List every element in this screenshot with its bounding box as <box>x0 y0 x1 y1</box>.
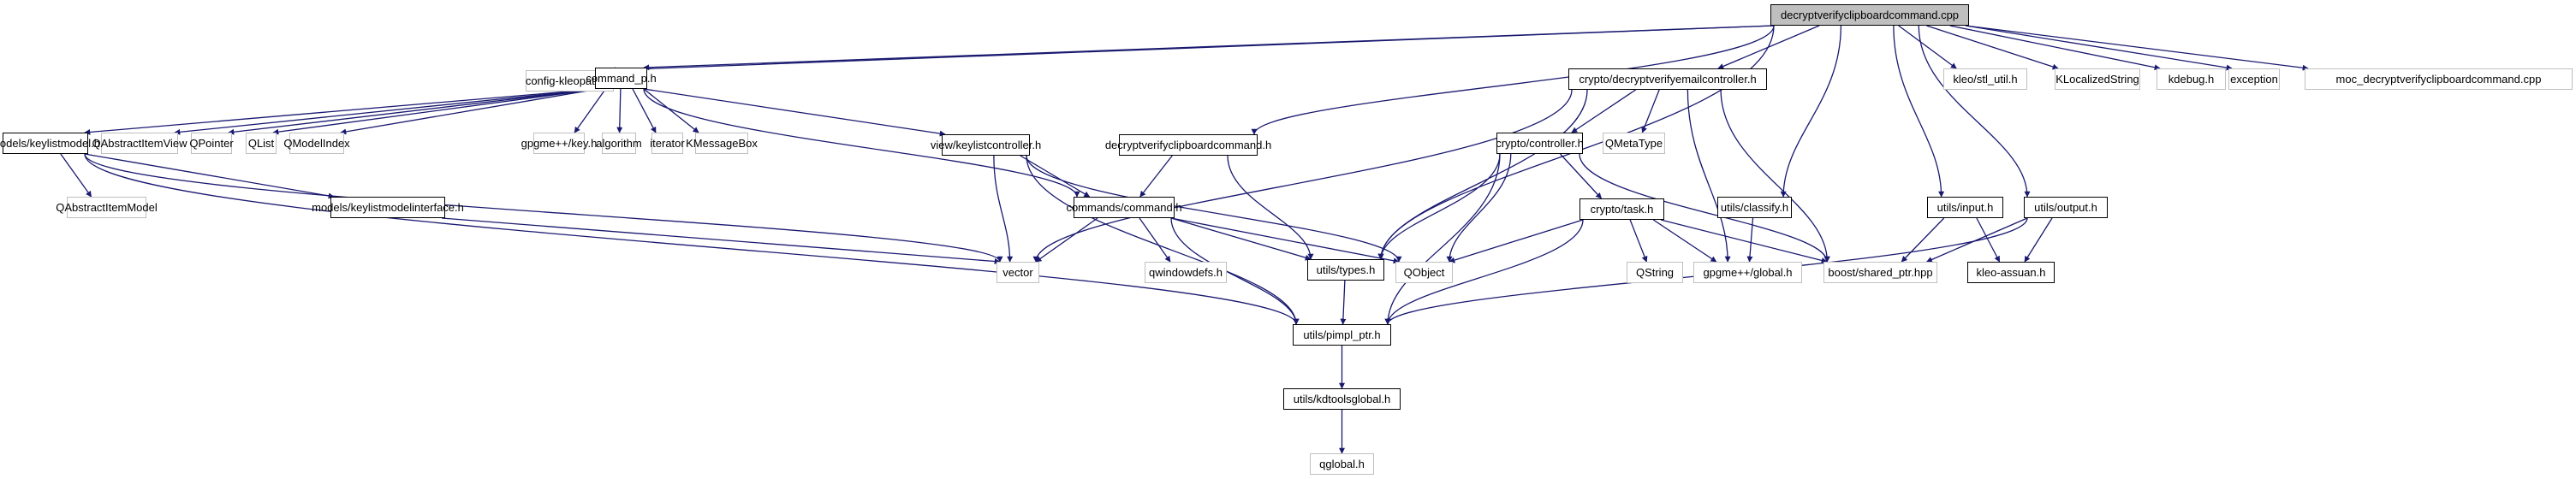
node-kdebug: kdebug.h <box>2157 68 2226 90</box>
node-task[interactable]: crypto/task.h <box>1580 198 1664 220</box>
node-keylistmodel[interactable]: models/keylistmodel.h <box>0 133 100 154</box>
edge-command_p-to-qpointer <box>228 88 599 135</box>
node-kdtools[interactable]: utils/kdtoolsglobal.h <box>1283 388 1401 410</box>
edge-root-to-command_p <box>643 25 1775 71</box>
node-dvemail[interactable]: crypto/decryptverifyemailcontroller.h <box>1568 68 1767 90</box>
edge-kmi-to-vector <box>441 217 1001 264</box>
edge-keylistctrl-to-command <box>1020 155 1091 198</box>
node-kmessagebox: KMessageBox <box>686 133 758 154</box>
node-keylistctrl[interactable]: view/keylistcontroller.h <box>931 134 1041 156</box>
edge-root-to-classify <box>1780 25 1842 198</box>
edge-command-to-qobject <box>1170 217 1400 264</box>
node-config: config-kleopatra.h <box>526 70 614 92</box>
edge-root-to-moc <box>1965 25 2309 71</box>
node-gpgkey: gpgme++/key.h <box>521 133 597 154</box>
edge-controller-to-task <box>1560 153 1602 199</box>
node-dvcch[interactable]: decryptverifyclipboardcommand.h <box>1105 134 1271 156</box>
edge-task-to-qstring <box>1629 219 1648 263</box>
edge-command_p-to-qmodelindex <box>340 88 599 135</box>
edge-input-to-assuan <box>1976 217 2001 263</box>
node-gpgglobal: gpgme++/global.h <box>1693 262 1802 283</box>
edge-command-to-qwindowdefs <box>1139 217 1171 263</box>
edge-task-to-qobject <box>1449 219 1584 263</box>
edge-root-to-klocalized <box>1926 25 2059 70</box>
edge-command_p-to-iterator <box>632 88 657 133</box>
node-controller[interactable]: crypto/controller.h <box>1496 133 1584 154</box>
node-vector: vector <box>996 262 1039 283</box>
edge-root-to-exception <box>1965 25 2233 71</box>
edge-classify-to-gpgglobal <box>1746 217 1754 263</box>
edge-dvcch-to-types <box>1227 155 1314 260</box>
node-qaiv: QAbstractItemView <box>92 133 187 154</box>
node-qwindowdefs: qwindowdefs.h <box>1145 262 1227 283</box>
edge-root-to-dvcch <box>1251 25 1775 135</box>
node-iterator: iterator <box>650 133 685 154</box>
edge-dvemail-to-controller <box>1571 89 1636 133</box>
node-qstring: QString <box>1627 262 1683 283</box>
edge-task-to-pimpl <box>1384 219 1584 325</box>
node-input[interactable]: utils/input.h <box>1927 197 2003 218</box>
edge-dvemail-to-sharedptr <box>1720 89 1830 263</box>
node-moc: moc_decryptverifyclipboardcommand.cpp <box>2305 68 2573 90</box>
edge-task-to-sharedptr <box>1660 219 1828 263</box>
edge-dvemail-to-qmetatype <box>1641 89 1660 133</box>
edge-task-to-gpgglobal <box>1652 219 1717 263</box>
node-kmi[interactable]: models/keylistmodelinterface.h <box>312 197 464 218</box>
node-qpointer: QPointer <box>189 133 234 154</box>
edge-command-to-vector <box>1035 217 1098 263</box>
node-qlist: QList <box>246 133 277 154</box>
edge-command_p-to-keylistmodel <box>84 88 599 135</box>
edge-command_p-to-keylistctrl <box>643 88 946 137</box>
edge-command-to-pimpl <box>1170 217 1300 325</box>
edge-command-to-types <box>1170 217 1312 261</box>
edge-keylistctrl-to-pimpl <box>1026 155 1300 325</box>
edge-types-to-pimpl <box>1340 280 1347 325</box>
node-sharedptr: boost/shared_ptr.hpp <box>1823 262 1937 283</box>
node-root[interactable]: decryptverifyclipboardcommand.cpp <box>1770 4 1969 26</box>
edge-root-to-kdebug <box>1949 25 2161 71</box>
edge-controller-to-sharedptr <box>1579 153 1830 263</box>
edge-controller-to-types <box>1377 153 1501 260</box>
edge-root-to-output <box>1918 25 2031 198</box>
edge-command_p-to-qlist <box>272 88 599 135</box>
node-command_p[interactable]: command_p.h <box>586 68 657 89</box>
edge-dvemail-to-vector <box>1032 89 1573 263</box>
node-exception: exception <box>2228 68 2280 90</box>
node-qobject: QObject <box>1395 262 1453 283</box>
node-types[interactable]: utils/types.h <box>1307 259 1384 281</box>
edge-command_p-to-algorithm <box>616 88 623 133</box>
node-pimpl[interactable]: utils/pimpl_ptr.h <box>1293 324 1391 346</box>
edge-keylistmodel-to-vector <box>84 153 1003 263</box>
edge-output-to-assuan <box>2024 217 2053 263</box>
node-assuan[interactable]: kleo-assuan.h <box>1967 262 2055 283</box>
edge-command_p-to-gpgkey <box>574 88 606 133</box>
node-qglobal: qglobal.h <box>1310 453 1374 475</box>
node-stl_util: kleo/stl_util.h <box>1943 68 2027 90</box>
edge-root-to-input <box>1893 25 1945 198</box>
edge-controller-to-pimpl <box>1384 153 1501 325</box>
node-klocalized: KLocalizedString <box>2055 68 2140 90</box>
node-command[interactable]: commands/command.h <box>1066 197 1182 218</box>
edge-dvemail-to-types <box>1377 89 1588 260</box>
node-qmetatype: QMetaType <box>1603 133 1665 154</box>
node-qaim: QAbstractItemModel <box>56 197 158 218</box>
edge-command_p-to-kmessagebox <box>643 88 699 133</box>
edge-keylistctrl-to-qobject <box>1026 155 1402 263</box>
edge-dvcch-to-command <box>1139 155 1173 198</box>
edge-keylistmodel-to-kmi <box>84 153 335 199</box>
node-qmodelindex: QModelIndex <box>283 133 350 154</box>
edge-root-to-stl_util <box>1898 25 1957 69</box>
edge-controller-to-qobject <box>1446 153 1512 263</box>
edge-output-to-sharedptr <box>1925 217 2028 263</box>
edge-command_p-to-qaiv <box>174 88 599 135</box>
edge-keylistmodel-to-pimpl <box>84 153 1300 325</box>
node-classify[interactable]: utils/classify.h <box>1717 197 1792 218</box>
edge-command_p-to-command <box>643 88 1080 198</box>
edge-input-to-sharedptr <box>1901 217 1945 263</box>
node-algorithm: algorithm <box>596 133 642 154</box>
edge-keylistctrl-to-vector <box>993 155 1014 263</box>
edge-dvemail-to-gpgglobal <box>1687 89 1731 263</box>
edge-keylistmodel-to-qaim <box>60 153 92 198</box>
node-output[interactable]: utils/output.h <box>2024 197 2108 218</box>
